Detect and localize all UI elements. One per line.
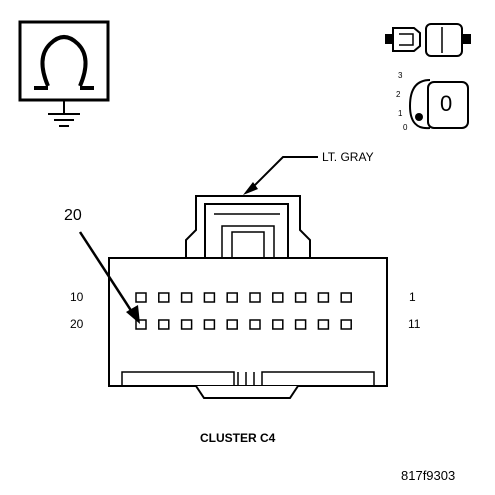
- pin-label-row2-right: 11: [408, 317, 421, 331]
- pin-cavity-18: [180, 319, 193, 330]
- pin-cavity-4: [272, 292, 284, 303]
- pin-label-row1-right: 1: [409, 290, 416, 304]
- pin-cavity-9: [158, 292, 170, 303]
- pin-cavity-6: [226, 292, 238, 303]
- pin-cavity-8: [180, 292, 193, 303]
- connector-latch: [185, 195, 311, 258]
- pin-cavity-10: [135, 292, 147, 303]
- ignition-key-switch-icon: [408, 79, 469, 130]
- pin-cavity-17: [203, 319, 216, 330]
- callout-pin-number: 20: [64, 207, 82, 224]
- pin-label-row2-left: 20: [70, 317, 84, 331]
- key-position-2: 2: [396, 90, 401, 99]
- pin-cavity-12: [317, 319, 330, 330]
- ground-omega-icon: [18, 20, 110, 127]
- color-leader-line: [243, 156, 318, 195]
- pin-cavity-15: [249, 319, 261, 330]
- pin-cavity-20: [135, 319, 147, 330]
- pin-cavity-1: [340, 292, 352, 303]
- pin-cavity-11: [340, 319, 352, 330]
- pin-cavities: [135, 292, 352, 330]
- pin-cavity-14: [272, 319, 284, 330]
- key-position-3: 3: [398, 71, 403, 80]
- pin-label-row1-left: 10: [70, 290, 84, 304]
- connector-key-icon: [385, 23, 471, 57]
- pin-cavity-2: [317, 292, 330, 303]
- pin-cavity-7: [203, 292, 216, 303]
- pin-callout-arrow: [78, 231, 140, 324]
- pin-cavity-19: [158, 319, 170, 330]
- key-face-label: 0: [440, 91, 453, 116]
- pin-cavity-13: [294, 319, 307, 330]
- key-position-1: 1: [398, 109, 403, 118]
- pin-cavity-16: [226, 319, 238, 330]
- pin-cavity-5: [249, 292, 261, 303]
- key-position-0: 0: [403, 123, 408, 132]
- color-label: LT. GRAY: [322, 150, 374, 164]
- figure-id: 817f9303: [401, 468, 456, 483]
- pin-cavity-3: [294, 292, 307, 303]
- connector-title: CLUSTER C4: [200, 431, 276, 445]
